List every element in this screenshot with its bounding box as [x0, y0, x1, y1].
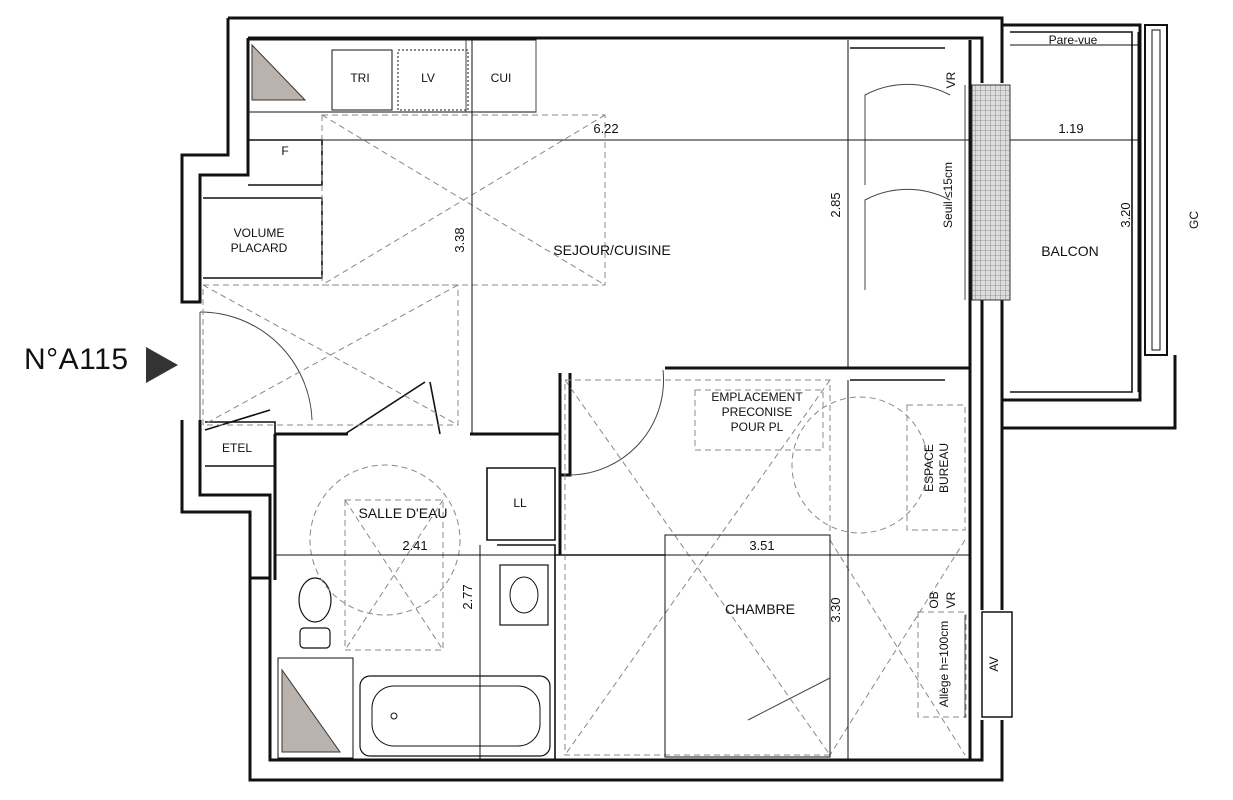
dim-sejour-height-2: 2.85 — [828, 192, 843, 217]
label-espace: ESPACE — [922, 444, 936, 492]
label-allege: Allège h=100cm — [937, 621, 951, 707]
label-emplacement-1: EMPLACEMENT — [711, 390, 803, 404]
dimension-lines — [248, 40, 970, 760]
room-label-sejour: SEJOUR/CUISINE — [553, 242, 670, 258]
room-label-ll: LL — [513, 496, 527, 510]
kitchen-labels: TRI LV CUI F — [281, 71, 511, 158]
balcony — [971, 23, 1177, 430]
label-vr-top: VR — [944, 71, 958, 88]
kitchen-tri: TRI — [350, 71, 369, 85]
misc-labels: Pare-vue GC Seuil ≤15cm VR VR OB AV Allè… — [927, 33, 1201, 707]
room-label-etel: ETEL — [222, 441, 252, 455]
dim-sde-width: 2.41 — [402, 538, 427, 553]
dim-sde-depth: 2.77 — [460, 584, 475, 609]
dimension-labels: 6.22 3.38 2.85 1.19 3.20 2.41 2.77 3.51 … — [402, 121, 1133, 623]
room-label-balcon: BALCON — [1041, 243, 1099, 259]
kitchen-lv: LV — [421, 71, 435, 85]
label-gc: GC — [1187, 211, 1201, 229]
room-label-volume: VOLUME — [234, 226, 285, 240]
label-emplacement-3: POUR PL — [731, 420, 784, 434]
dim-sejour-depth: 3.38 — [452, 227, 467, 252]
room-label-salle-eau: SALLE D'EAU — [358, 505, 447, 521]
window-elements — [964, 85, 1013, 718]
label-av: AV — [987, 656, 1001, 671]
room-label-chambre: CHAMBRE — [725, 601, 795, 617]
dim-chambre-width: 3.51 — [749, 538, 774, 553]
dim-sejour-width: 6.22 — [593, 121, 618, 136]
dim-balcon-width: 1.19 — [1058, 121, 1083, 136]
dim-balcon-depth: 3.20 — [1118, 202, 1133, 227]
label-bureau: BUREAU — [937, 443, 951, 493]
kitchen-counter — [247, 39, 537, 113]
exterior-walls — [180, 16, 1004, 782]
bathroom-fixtures — [277, 564, 551, 759]
kitchen-f: F — [281, 144, 288, 158]
label-emplacement-2: PRECONISE — [722, 405, 793, 419]
room-label-placard: PLACARD — [231, 241, 288, 255]
dim-chambre-depth: 3.30 — [828, 597, 843, 622]
label-pare-vue: Pare-vue — [1049, 33, 1098, 47]
entry-arrow-icon — [146, 347, 178, 383]
doors — [199, 47, 951, 476]
label-ob: OB — [927, 591, 941, 608]
room-labels: SEJOUR/CUISINE CHAMBRE SALLE D'EAU BALCO… — [222, 226, 1099, 617]
interior-walls — [203, 139, 970, 760]
kitchen-cui: CUI — [491, 71, 512, 85]
label-vr-bottom: VR — [944, 591, 958, 608]
furniture-guides — [202, 114, 967, 758]
apartment-number: N°A115 — [24, 343, 129, 376]
label-seuil: Seuil ≤15cm — [941, 162, 955, 228]
